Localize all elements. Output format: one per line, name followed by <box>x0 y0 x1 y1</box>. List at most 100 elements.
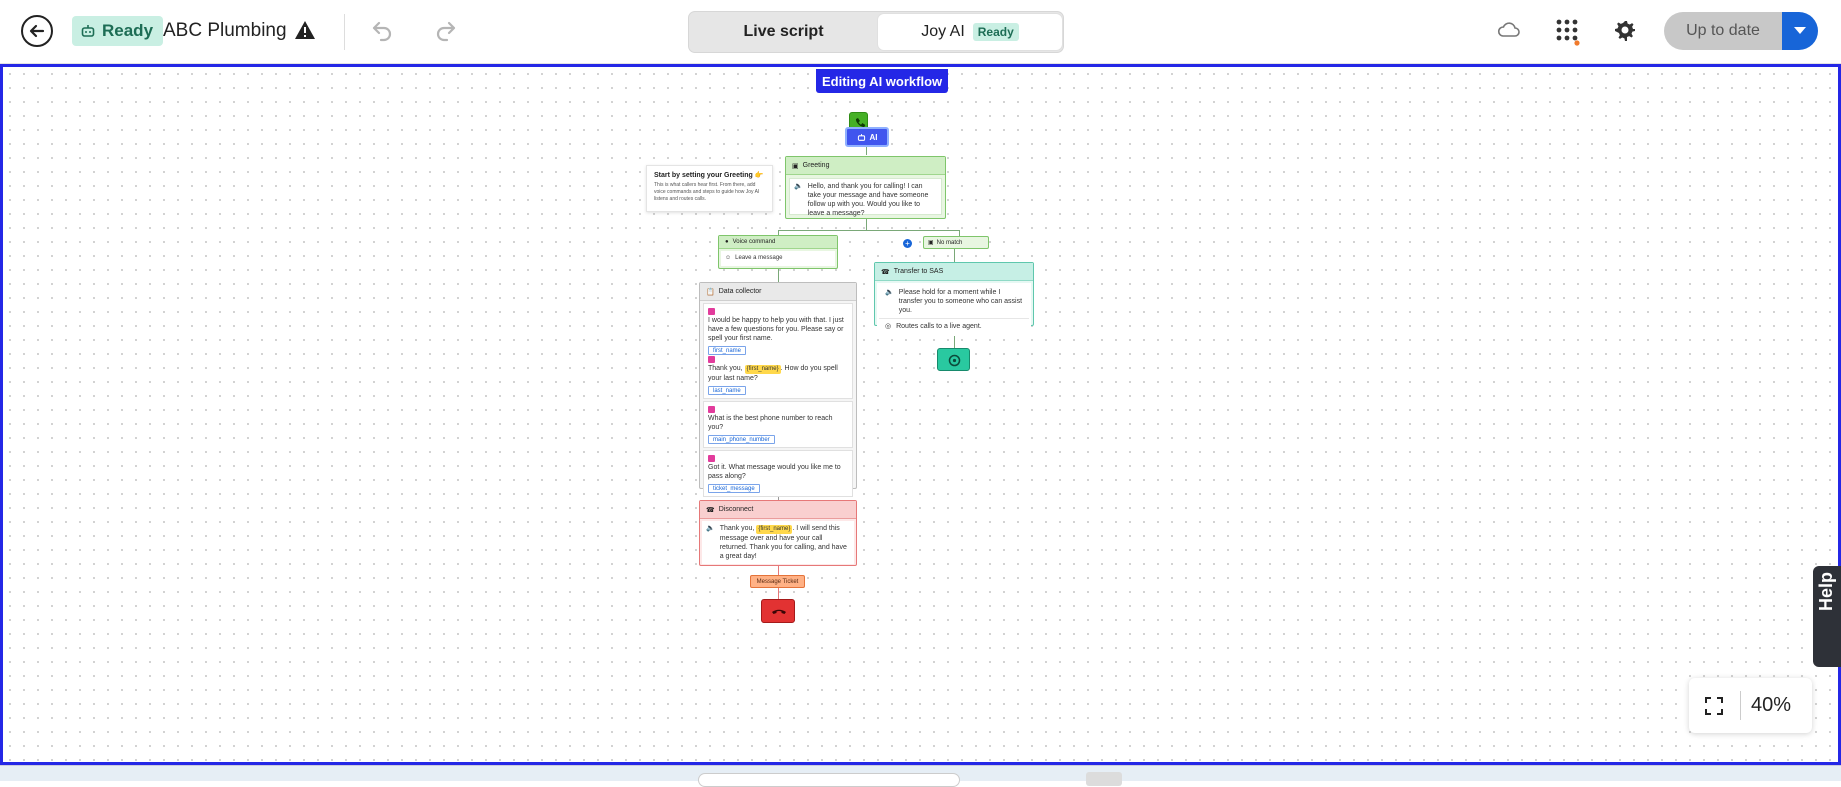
mode-toggle: Live script Joy AI Ready <box>688 11 1064 53</box>
disconnect-header: ☎ Disconnect <box>700 501 856 519</box>
greeting-title: Greeting <box>802 162 830 169</box>
greeting-tip-card: Start by setting your Greeting 👉 This is… <box>646 165 773 212</box>
zoom-level: 40% <box>1751 694 1792 716</box>
voice-command-text: Leave a message <box>735 255 783 261</box>
ai-tag-icon <box>708 405 715 413</box>
ai-tag-icon <box>708 454 715 462</box>
connector <box>778 230 779 236</box>
route-icon: ◎ <box>885 323 892 330</box>
hangup-icon: ☎ <box>706 506 715 514</box>
collector-step-1: I would be happy to help you with that. … <box>703 303 853 399</box>
redo-icon[interactable] <box>434 18 458 42</box>
collector-q4: Got it. What message would you like me t… <box>708 464 841 480</box>
status-badge-label: Ready <box>102 21 154 40</box>
data-collector-node[interactable]: 📋 Data collector I would be happy to hel… <box>699 282 857 497</box>
transfer-text: Please hold for a moment while I transfe… <box>898 289 1023 314</box>
greeting-node[interactable]: ▣ Greeting 🔈 Hello, and thank you for ca… <box>785 156 946 219</box>
disconnect-node[interactable]: ☎ Disconnect 🔈 Thank you, {first_name}. … <box>699 500 857 566</box>
status-badge: Ready <box>72 16 164 46</box>
connector <box>954 249 955 262</box>
dialpad-icon[interactable] <box>1555 18 1581 46</box>
no-match-label: No match <box>936 239 963 246</box>
publish-button[interactable]: Up to date <box>1664 12 1782 50</box>
cloud-icon[interactable] <box>1497 20 1521 38</box>
ai-tag-icon <box>708 307 715 315</box>
collector-step-3: Got it. What message would you like me t… <box>703 450 853 497</box>
connector <box>778 566 779 575</box>
help-label: Help <box>1816 572 1836 612</box>
add-branch-button[interactable]: + <box>903 239 912 248</box>
hangup-icon <box>772 609 786 614</box>
bottom-input[interactable] <box>698 773 960 787</box>
ai-node-label: AI <box>869 132 878 142</box>
fit-screen-icon[interactable] <box>1705 697 1723 715</box>
tip-body: This is what callers hear first. From th… <box>654 182 760 202</box>
publish-dropdown-button[interactable] <box>1782 12 1818 50</box>
collector-q1: I would be happy to help you with that. … <box>708 317 844 342</box>
voice-command-node[interactable]: ● Voice command ☺ Leave a message <box>718 235 838 269</box>
tab-live-script[interactable]: Live script <box>743 23 824 40</box>
phone-icon <box>855 118 866 128</box>
phone-icon: ☎ <box>881 268 890 276</box>
voice-command-header: ● Voice command <box>719 236 837 249</box>
gear-icon[interactable] <box>1612 18 1638 44</box>
no-match-node[interactable]: ▣ No match <box>923 236 989 249</box>
connector <box>954 326 955 348</box>
undo-icon[interactable] <box>370 18 394 42</box>
connector <box>778 269 779 282</box>
connector <box>778 230 960 231</box>
no-match-icon: ▣ <box>928 240 934 246</box>
arrow-left-icon <box>29 24 45 38</box>
variable-token: {first_name} <box>756 525 793 534</box>
variable-chip[interactable]: ticket_message <box>708 484 760 493</box>
tab-joy-ai[interactable]: Joy AI Ready <box>878 14 1062 50</box>
top-bar: Ready ABC Plumbing Live script Joy AI Re… <box>0 0 1841 64</box>
speaker-icon: 🔈 <box>885 289 894 296</box>
chat-icon: ▣ <box>792 162 799 170</box>
robot-icon <box>857 133 865 141</box>
variable-chip[interactable]: first_name <box>708 346 747 355</box>
speaker-icon: 🔈 <box>706 525 715 532</box>
greeting-header: ▣ Greeting <box>786 157 945 175</box>
variable-chip[interactable]: main_phone_number <box>708 435 775 444</box>
connector <box>778 588 779 599</box>
voice-icon: ● <box>725 239 729 245</box>
message-ticket-node[interactable]: Message Ticket <box>750 575 805 588</box>
zoom-control: 40% <box>1689 678 1812 733</box>
variable-token: {first_name} <box>744 365 781 374</box>
greeting-text: Hello, and thank you for calling! I can … <box>807 183 929 217</box>
back-button[interactable] <box>21 15 53 47</box>
robot-icon <box>81 25 95 37</box>
warning-icon[interactable] <box>294 20 316 40</box>
clipboard-icon: 📋 <box>706 288 715 296</box>
disconnect-pre: Thank you, <box>719 525 755 532</box>
caret-down-icon <box>1794 27 1806 34</box>
disconnect-body: 🔈 Thank you, {first_name}. I will send t… <box>702 521 854 564</box>
connector <box>959 230 960 236</box>
tip-title: Start by setting your Greeting 👉 <box>654 172 764 179</box>
greeting-body: 🔈 Hello, and thank you for calling! I ca… <box>789 178 942 217</box>
voice-command-title: Voice command <box>732 239 776 245</box>
bottom-strip <box>0 765 1841 787</box>
collector-q2-pre: Thank you, <box>708 365 743 372</box>
joy-ai-ready-badge: Ready <box>972 23 1019 41</box>
transfer-header: ☎ Transfer to SAS <box>875 263 1033 281</box>
speaker-icon: 🔈 <box>794 183 803 190</box>
transfer-route-row: ◎ Routes calls to a live agent. <box>879 319 1029 334</box>
transfer-sub: Routes calls to a live agent. <box>896 323 982 330</box>
ai-node[interactable]: AI <box>845 127 889 147</box>
workflow-canvas[interactable]: Editing AI workflow AI Start by setting … <box>0 64 1841 765</box>
transfer-title: Transfer to SAS <box>893 268 944 275</box>
transfer-message-row: 🔈 Please hold for a moment while I trans… <box>879 285 1029 319</box>
ai-tag-icon <box>708 355 715 363</box>
help-tab[interactable]: Help <box>1813 566 1841 667</box>
voice-command-body: ☺ Leave a message <box>721 251 835 266</box>
zoom-divider <box>1740 691 1741 720</box>
transfer-end-node[interactable] <box>937 348 970 371</box>
transfer-icon <box>948 354 961 367</box>
tab-joy-ai-label: Joy AI <box>921 23 965 40</box>
hangup-end-node[interactable] <box>761 599 795 623</box>
variable-chip[interactable]: last_name <box>708 386 746 395</box>
avatar[interactable] <box>1086 772 1122 786</box>
transfer-node[interactable]: ☎ Transfer to SAS 🔈 Please hold for a mo… <box>874 262 1034 336</box>
